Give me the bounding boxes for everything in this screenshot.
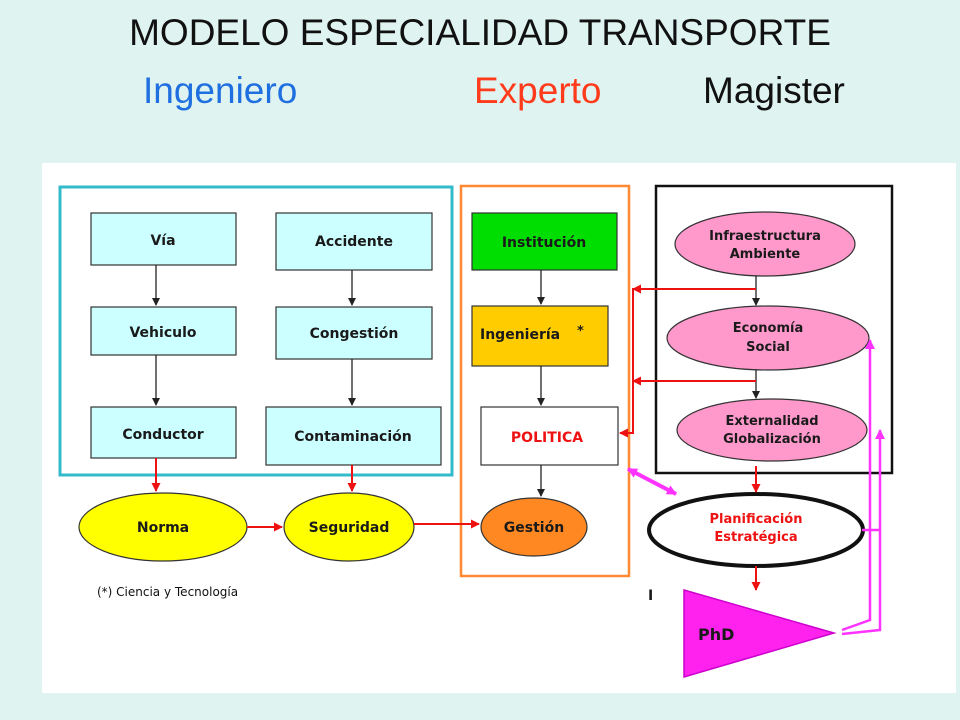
- accidente-label: Accidente: [315, 234, 393, 250]
- ingeniero-frame: [58, 185, 454, 477]
- seguridad-ellipse: [283, 492, 415, 562]
- phd-triangle: [683, 589, 837, 679]
- contaminacion-box: [265, 406, 442, 466]
- seguridad-label: Seguridad: [309, 520, 390, 536]
- economia-label-2: Social: [746, 340, 790, 355]
- accidente-box: [275, 212, 433, 271]
- conductor-box: [90, 406, 237, 459]
- externalidad-label-1: Externalidad: [725, 414, 818, 429]
- conductor-label: Conductor: [122, 427, 203, 443]
- congestion-box: [275, 306, 433, 360]
- institucion-box: [471, 212, 618, 271]
- externalidad-ellipse: [676, 398, 868, 462]
- infraestructura-label-2: Ambiente: [730, 247, 801, 262]
- contaminacion-label: Contaminación: [294, 429, 411, 445]
- economia-label-1: Economía: [733, 321, 803, 336]
- economia-ellipse: [666, 305, 870, 371]
- footnote: (*) Ciencia y Tecnología: [97, 585, 238, 599]
- subtitle-magister: Magister: [703, 70, 845, 111]
- politica-label: POLITICA: [511, 430, 583, 446]
- infraestructura-label-1: Infraestructura: [709, 229, 821, 244]
- via-label: Vía: [150, 233, 175, 249]
- arrow-politica-planificacion: [627, 467, 677, 496]
- arrow-phd-externalidad: [841, 429, 885, 636]
- norma-label: Norma: [137, 520, 189, 536]
- stray-mark: I: [648, 588, 653, 604]
- subtitle-experto: Experto: [474, 70, 602, 111]
- planificacion-label-1: Planificación: [710, 512, 803, 527]
- institucion-label: Institución: [502, 235, 586, 251]
- via-box: [90, 212, 237, 266]
- vehiculo-box: [90, 306, 237, 356]
- ingenieria-box: [471, 305, 609, 367]
- politica-box: [480, 406, 619, 466]
- experto-frame: [459, 184, 631, 578]
- ingenieria-label: Ingeniería: [480, 327, 560, 343]
- externalidad-label-2: Globalización: [723, 432, 821, 447]
- congestion-label: Congestión: [310, 326, 399, 342]
- magister-frame: [654, 184, 894, 475]
- subtitle-ingeniero: Ingeniero: [143, 70, 298, 111]
- page-title: MODELO ESPECIALIDAD TRANSPORTE: [129, 12, 831, 53]
- planificacion-label-2: Estratégica: [714, 530, 797, 545]
- gestion-ellipse: [480, 497, 588, 557]
- vehiculo-label: Vehiculo: [129, 325, 196, 341]
- infraestructura-ellipse: [674, 211, 856, 277]
- gestion-label: Gestión: [504, 520, 564, 536]
- phd-label: PhD: [698, 625, 734, 644]
- ingenieria-asterisk: *: [577, 324, 584, 339]
- arrow-phd-economia: [841, 339, 875, 632]
